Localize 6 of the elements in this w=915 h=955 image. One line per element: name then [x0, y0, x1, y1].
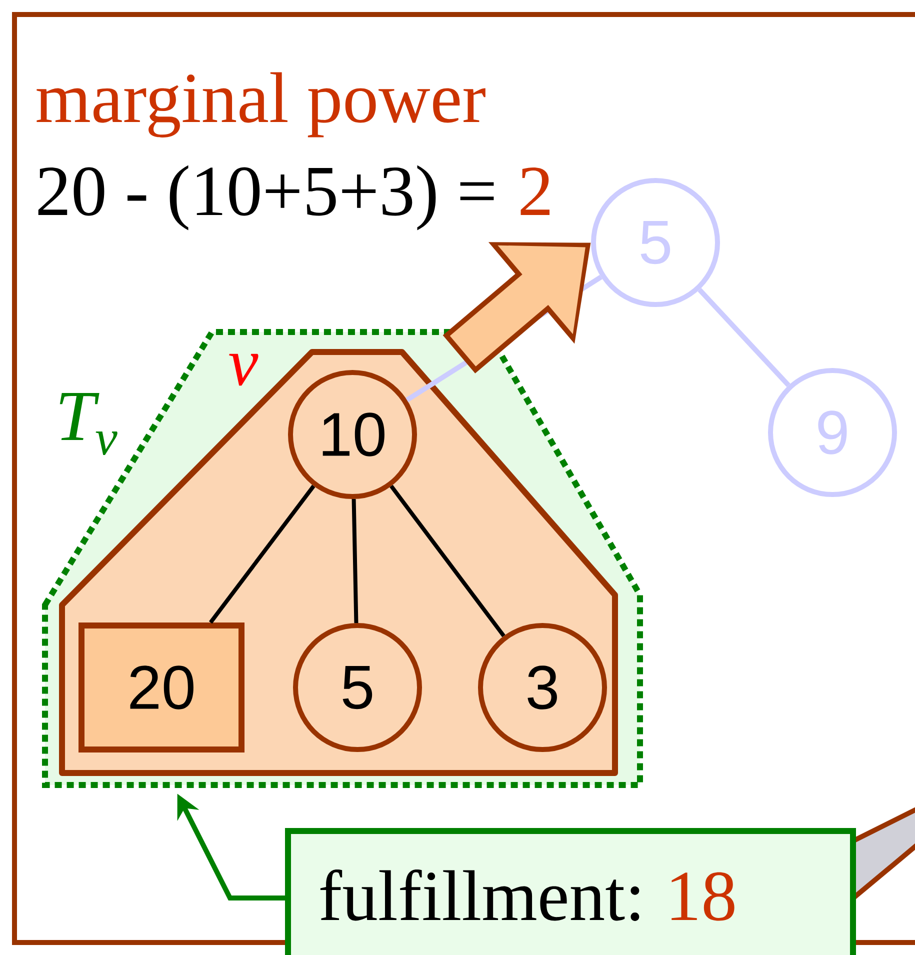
leaf-box: 20 — [78, 622, 244, 752]
tree-edge — [208, 484, 316, 624]
tree-edge — [390, 484, 506, 638]
tree-edge — [698, 288, 790, 388]
callout-box: fulfillment: 18 — [285, 828, 856, 955]
tree-edge — [352, 498, 358, 624]
